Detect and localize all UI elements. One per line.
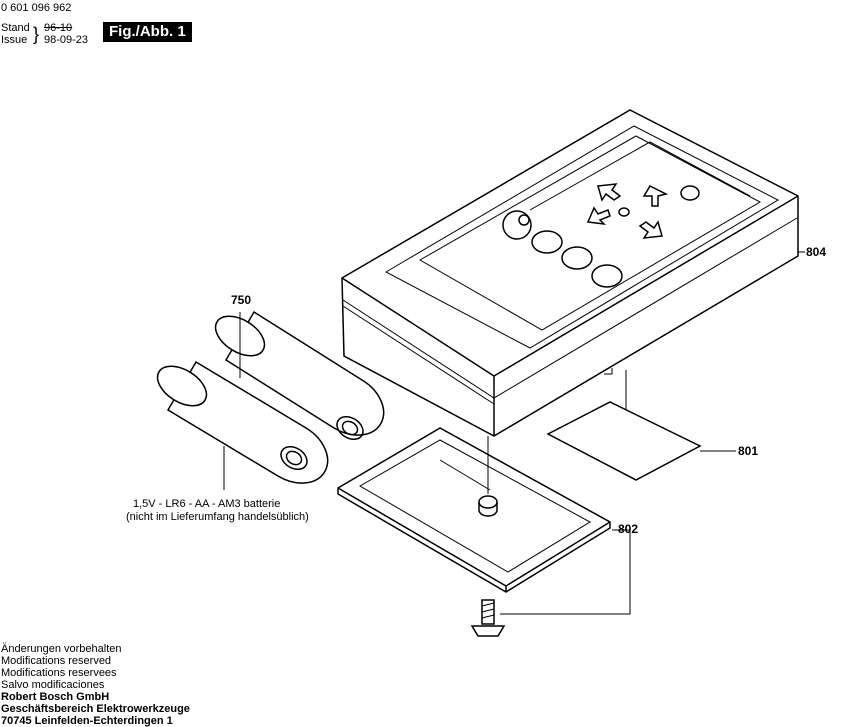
footer-company: Robert Bosch GmbH xyxy=(1,691,110,703)
battery-cover-802 xyxy=(337,427,631,615)
footer-division: Geschäftsbereich Elektrowerkzeuge xyxy=(1,703,190,715)
callout-750: 750 xyxy=(231,293,252,307)
callout-802: 802 xyxy=(618,522,639,536)
battery-lower xyxy=(156,360,329,484)
callout-804: 804 xyxy=(806,245,827,259)
stand-value: 96-10 xyxy=(44,22,73,34)
figure-label: Fig./Abb. 1 xyxy=(103,22,192,42)
screw xyxy=(470,599,506,637)
footer-line: Modifications reservees xyxy=(1,667,117,679)
part-number: 0 601 096 962 xyxy=(1,2,72,14)
label-plate-801 xyxy=(546,401,702,481)
issue-label: Issue xyxy=(1,34,28,46)
stand-label: Stand xyxy=(1,22,30,34)
battery-note-line1: 1,5V - LR6 - AA - AM3 batterie xyxy=(133,498,281,510)
issue-value: 98-09-23 xyxy=(44,34,89,46)
footer-line: Salvo modificaciones xyxy=(1,679,105,691)
footer-line: Modifications reserved xyxy=(1,655,112,667)
brace: } xyxy=(33,24,40,44)
callout-801: 801 xyxy=(738,444,759,458)
remote-control-804 xyxy=(341,109,799,440)
footer-line: Änderungen vorbehalten xyxy=(1,643,122,655)
footer-address: 70745 Leinfelden-Echterdingen 1 xyxy=(1,715,173,727)
battery-note-line2: (nicht im Lieferumfang handelsüblich) xyxy=(126,511,309,523)
